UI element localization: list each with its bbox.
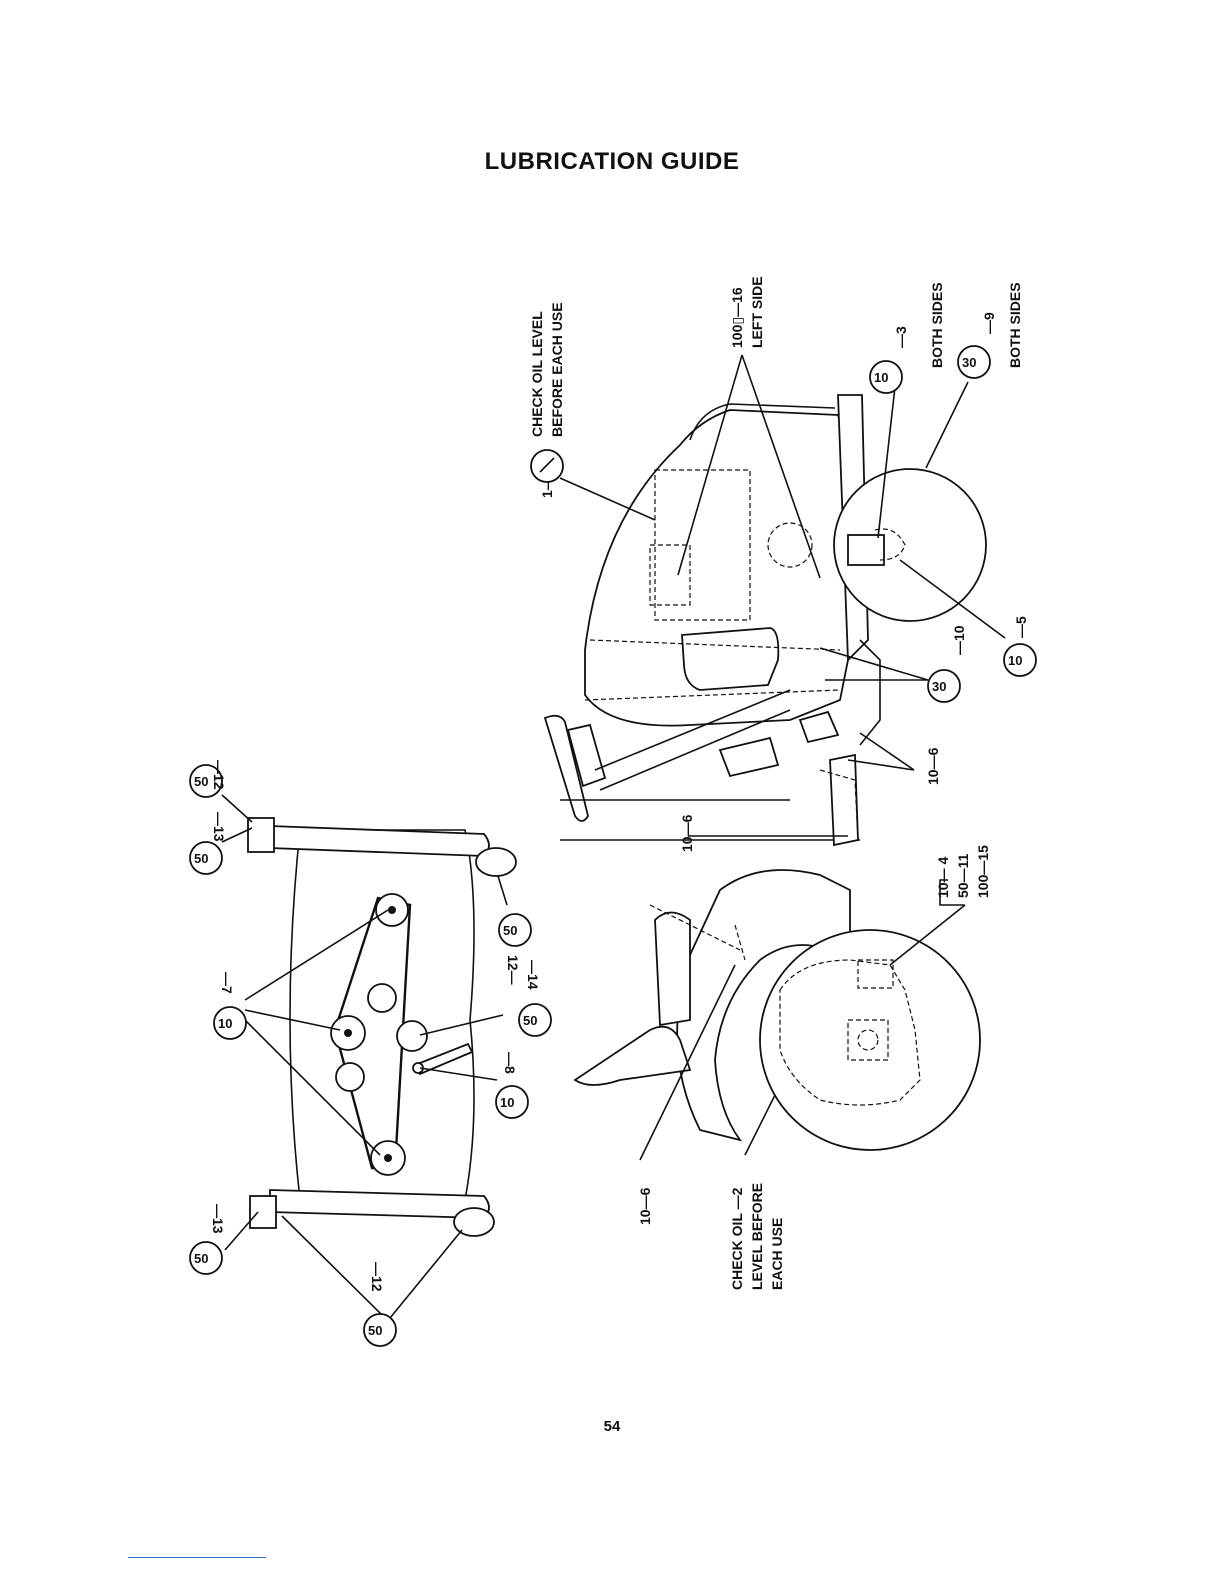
idler-pulley-1 — [368, 984, 396, 1012]
label-9-note: BOTH SIDES — [1007, 282, 1023, 368]
marker-3: 10 —3 — [870, 326, 909, 393]
marker-7: 10 —7 — [214, 972, 246, 1039]
frame-rail — [830, 755, 858, 845]
bottom-rule — [128, 1557, 266, 1558]
marker-12-bot-code: 50 — [368, 1323, 382, 1338]
page-number: 54 — [0, 1418, 1224, 1435]
label-6a: 10—6 — [679, 814, 695, 852]
leader-6c — [848, 733, 914, 770]
body-lines — [560, 800, 860, 840]
label-3-note: BOTH SIDES — [929, 282, 945, 368]
marker-13-top-num: —13 — [211, 812, 227, 842]
label-2-text-1: CHECK OIL —2 — [729, 1187, 745, 1290]
marker-7-num: —7 — [219, 972, 235, 994]
mower-deck — [222, 795, 516, 1318]
svg-text:—3: —3 — [893, 326, 909, 348]
gauge-wheel-top — [476, 848, 516, 876]
pedal — [720, 738, 778, 776]
marker-12-top-num: —12 — [211, 760, 227, 790]
marker-14: 50 —14 — [519, 960, 551, 1036]
svg-text:30: 30 — [962, 355, 976, 370]
label-2-text-3: EACH USE — [769, 1218, 785, 1290]
lever — [800, 712, 838, 742]
deck-bracket-bottom — [250, 1196, 276, 1228]
label-16-note: LEFT SIDE — [749, 276, 765, 348]
label-1-text-2: BEFORE EACH USE — [549, 302, 565, 437]
marker-12-mid-code: 50 — [503, 923, 517, 938]
seat-back — [655, 913, 690, 1026]
marker-12-bot: 50 —12 — [364, 1262, 396, 1346]
svg-text:—5: —5 — [1013, 616, 1029, 638]
label-4: 10— 4 — [935, 857, 951, 898]
marker-13-bot: 50 —13 — [190, 1204, 226, 1274]
leader-8 — [420, 1068, 497, 1080]
marker-13-bot-num: —13 — [210, 1204, 226, 1234]
label-2-text-2: LEVEL BEFORE — [749, 1183, 765, 1290]
marker-8: 10 —8 — [496, 1052, 528, 1118]
leader-2 — [745, 1095, 775, 1155]
marker-12-mid-num: 12— — [505, 955, 521, 985]
hood-vent — [682, 628, 778, 690]
marker-9: 30 —9 — [958, 312, 997, 378]
label-6b: 10—6 — [637, 1187, 653, 1225]
svg-text:10: 10 — [1008, 653, 1022, 668]
label-1-text-1: CHECK OIL LEVEL — [529, 311, 545, 437]
marker-7-code: 10 — [218, 1016, 232, 1031]
front-frame — [860, 640, 880, 745]
idler-pulley-3 — [336, 1063, 364, 1091]
marker-5: 10 —5 — [1004, 616, 1036, 676]
svg-text:—10: —10 — [951, 625, 967, 655]
svg-text:30: 30 — [932, 679, 946, 694]
idler-pulley-2 — [397, 1021, 427, 1051]
marker-12-top-code: 50 — [194, 774, 208, 789]
leader-12-mid — [498, 876, 507, 905]
svg-text:—9: —9 — [981, 312, 997, 334]
label-15: 100—15 — [975, 845, 991, 898]
marker-8-num: —8 — [502, 1052, 518, 1074]
marker-12-top: 50 —12 — [190, 760, 227, 797]
marker-13-bot-code: 50 — [194, 1251, 208, 1266]
deck-arm-bottom — [270, 1190, 489, 1218]
marker-13-top: 50 —13 — [190, 812, 227, 874]
front-spindle — [848, 535, 884, 565]
marker-12-bot-num: —12 — [369, 1262, 385, 1292]
seat — [575, 1027, 690, 1085]
leader-14 — [420, 1015, 503, 1035]
marker-8-code: 10 — [500, 1095, 514, 1110]
leader-13-bot — [225, 1212, 258, 1250]
leader-9 — [926, 382, 968, 468]
marker-10: 30 —10 — [928, 625, 967, 702]
marker-14-code: 50 — [523, 1013, 537, 1028]
label-16-code: 100▯—16 — [729, 287, 745, 348]
leader-7 — [245, 910, 388, 1155]
svg-text:10: 10 — [874, 370, 888, 385]
marker-13-top-code: 50 — [194, 851, 208, 866]
deck-bracket-top — [248, 818, 274, 852]
label-6c: 10—6 — [925, 747, 941, 785]
marker-14-num: —14 — [525, 960, 541, 990]
label-11: 50—11 — [955, 853, 971, 898]
